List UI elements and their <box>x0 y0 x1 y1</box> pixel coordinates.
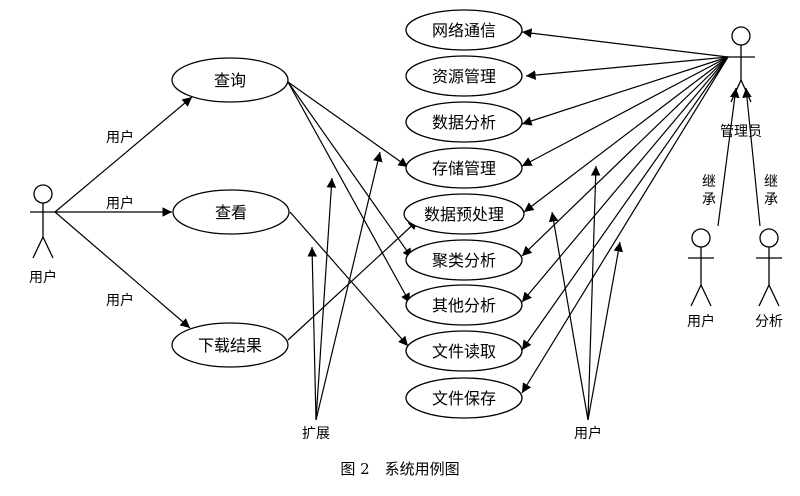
actor-user-bottom-label: 用户 <box>574 425 602 442</box>
use-case-query: 查询 <box>171 57 289 103</box>
use-case-storage: 存储管理 <box>405 147 523 189</box>
use-case-storage-label: 存储管理 <box>432 159 496 178</box>
use-case-other-analysis: 其他分析 <box>405 284 523 326</box>
actor-user-left-label: 用户 <box>29 269 57 286</box>
use-case-data-analysis: 数据分析 <box>405 101 523 143</box>
use-case-clustering: 聚类分析 <box>405 239 523 281</box>
use-case-network-label: 网络通信 <box>432 21 496 40</box>
figure-caption: 图 2 系统用例图 <box>340 460 459 478</box>
use-case-view: 查看 <box>172 189 290 235</box>
use-case-query-label: 查询 <box>214 71 246 90</box>
use-case-preprocess-label: 数据预处理 <box>424 205 504 224</box>
use-case-file-save-label: 文件保存 <box>432 389 496 408</box>
use-case-file-read: 文件读取 <box>405 330 523 372</box>
extend-label: 扩展 <box>302 426 330 442</box>
use-case-resource-label: 资源管理 <box>432 67 496 86</box>
use-case-file-save: 文件保存 <box>405 377 523 419</box>
use-case-clustering-label: 聚类分析 <box>432 251 496 270</box>
use-case-preprocess: 数据预处理 <box>403 193 525 235</box>
edge-label-user-download: 用户 <box>106 292 134 309</box>
actor-admin-child-user: 用户 <box>687 228 715 330</box>
inherit-left-char-1: 继 <box>702 174 716 190</box>
actor-admin-child-user-label: 用户 <box>687 313 715 330</box>
edge-label-user-view: 用户 <box>106 195 134 212</box>
edge-label-inherit-left: 继 承 <box>702 174 716 208</box>
use-case-other-analysis-label: 其他分析 <box>432 296 496 315</box>
inherit-right-char-1: 继 <box>764 174 778 190</box>
actor-admin: 管理员 <box>720 26 762 140</box>
actor-user-left: 用户 <box>29 184 57 286</box>
connector-lines <box>54 28 761 421</box>
edge-label-user-query: 用户 <box>106 129 134 146</box>
use-case-data-analysis-label: 数据分析 <box>432 113 496 132</box>
use-case-download-label: 下载结果 <box>198 336 262 355</box>
actor-admin-label: 管理员 <box>720 124 762 140</box>
use-case-download: 下载结果 <box>171 322 289 368</box>
inherit-left-char-2: 承 <box>702 192 716 208</box>
inherit-right-char-2: 承 <box>764 192 778 208</box>
edge-label-inherit-right: 继 承 <box>764 174 778 208</box>
use-case-view-label: 查看 <box>215 203 247 222</box>
use-case-resource: 资源管理 <box>405 55 523 97</box>
use-case-file-read-label: 文件读取 <box>432 342 496 361</box>
actor-admin-child-analyst-label: 分析 <box>755 314 783 330</box>
actor-admin-child-analyst: 分析 <box>755 228 783 330</box>
use-case-network: 网络通信 <box>405 9 523 51</box>
